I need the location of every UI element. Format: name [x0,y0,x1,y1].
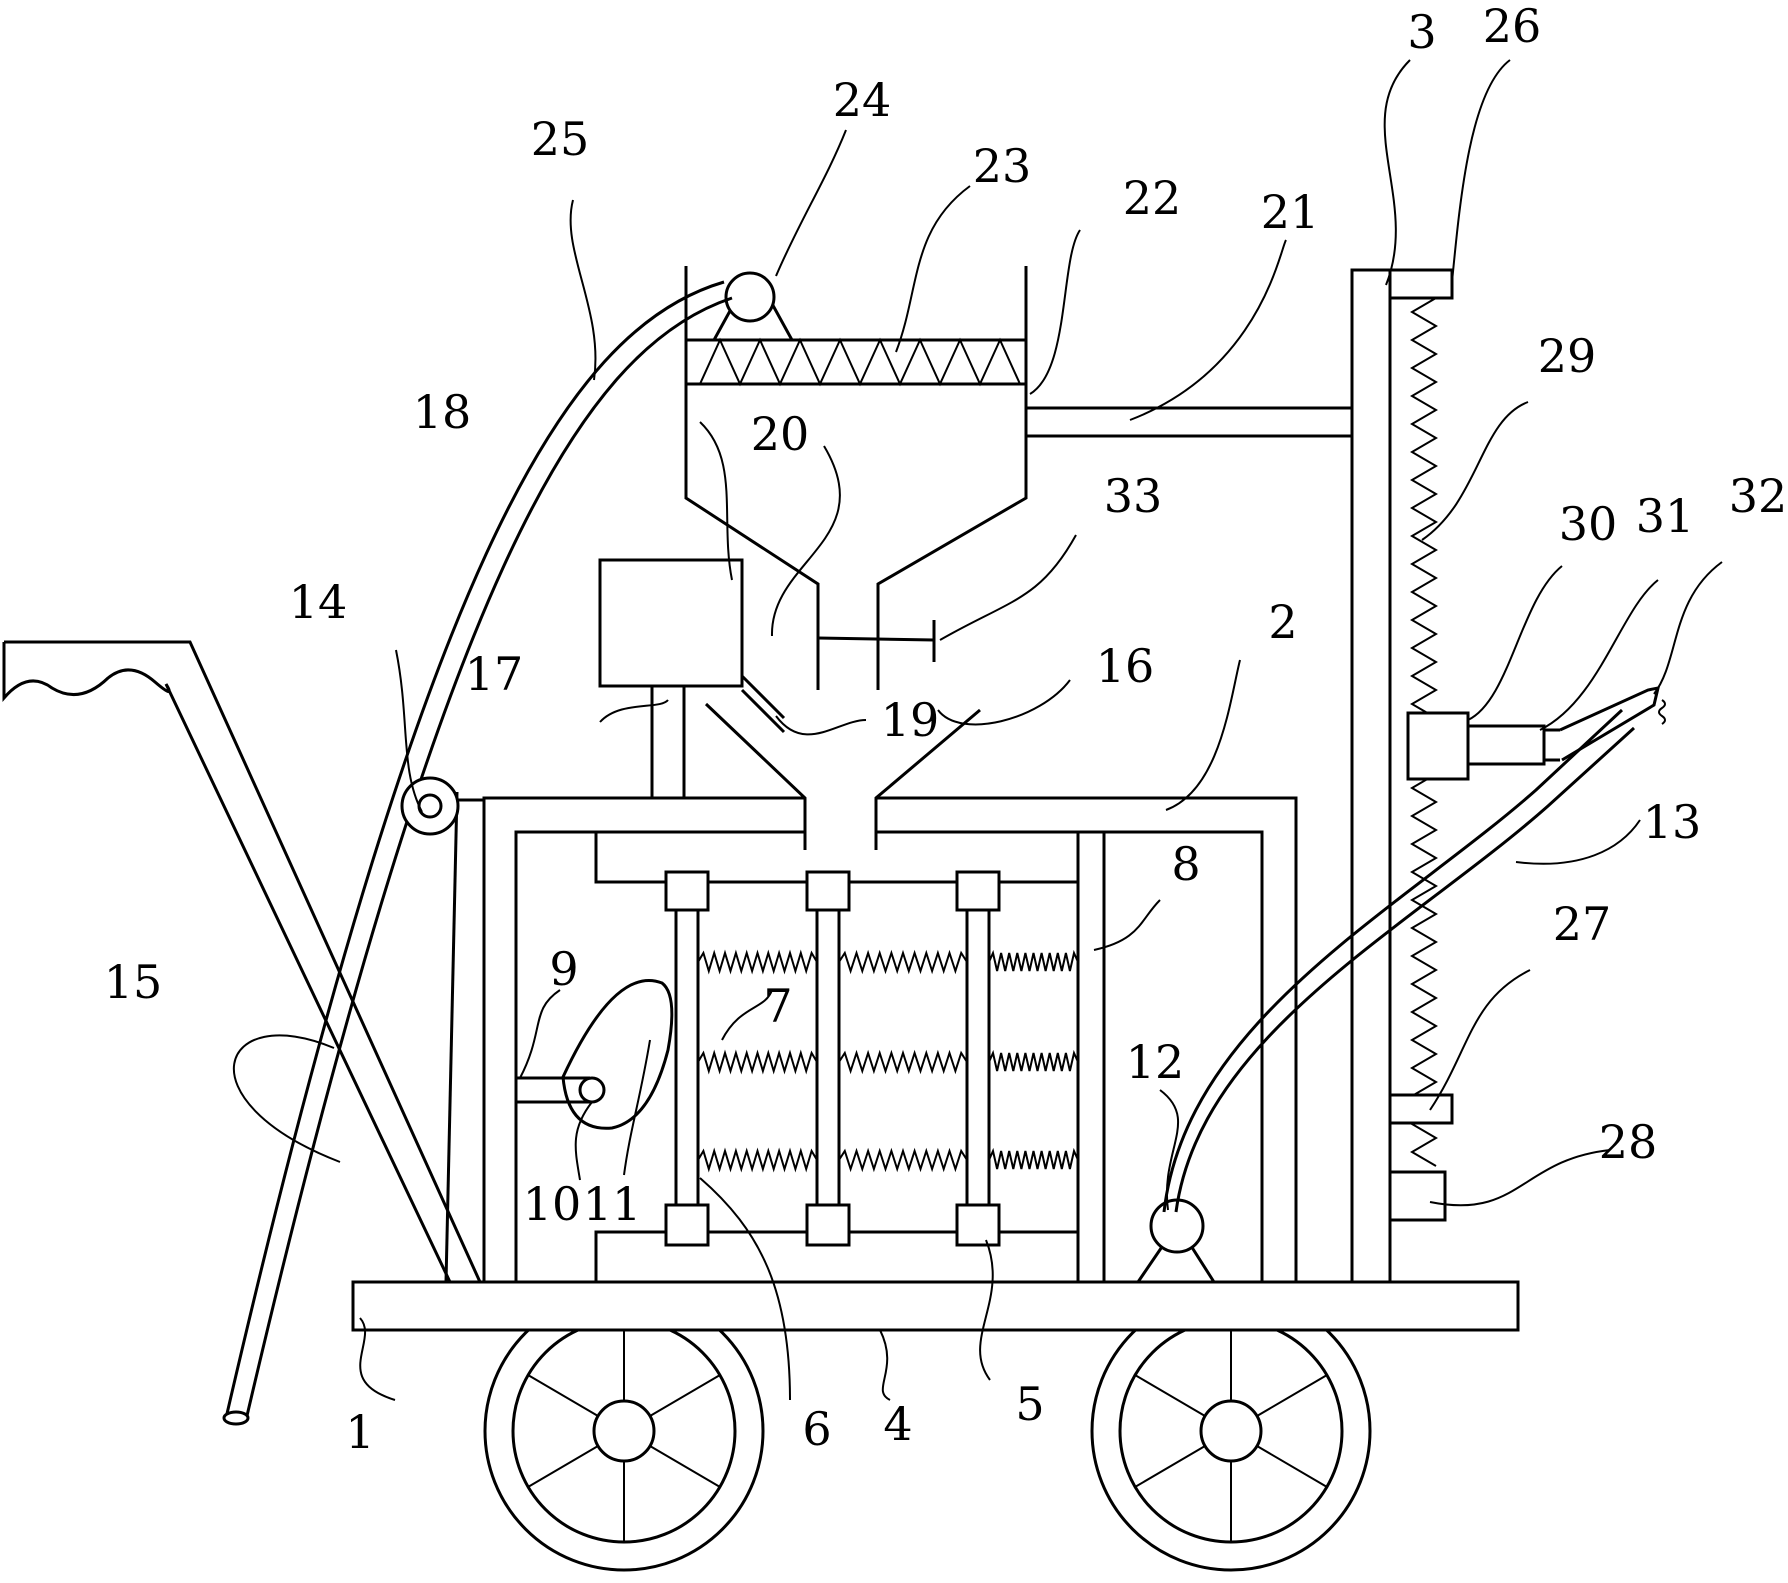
label-15: 15 [104,955,163,1009]
label-27: 27 [1553,897,1612,951]
label-14: 14 [289,575,348,629]
motor [598,558,786,798]
vertical-pole [1350,268,1392,1284]
label-18: 18 [413,385,472,439]
blower [712,271,794,341]
label-17: 17 [465,647,524,701]
label-22: 22 [1123,171,1182,225]
spring [988,1147,1079,1170]
label-2: 2 [1268,595,1297,649]
spring [838,949,968,975]
label-8: 8 [1171,837,1200,891]
label-31: 31 [1636,489,1695,543]
bearing-blocks [1388,268,1454,1222]
leader-lines [232,59,1723,1401]
label-28: 28 [1599,1115,1658,1169]
base-plate [351,1280,1520,1332]
label-1: 1 [345,1405,374,1459]
support-rod [1024,406,1354,438]
label-3: 3 [1407,5,1436,59]
spring [838,1049,968,1075]
label-32: 32 [1729,469,1788,523]
label-7: 7 [763,979,792,1033]
box-housing [482,796,1298,1282]
label-9: 9 [549,942,578,996]
spring [838,1147,968,1173]
hose-pump [1162,708,1636,1213]
label-20: 20 [751,407,810,461]
wheel-left [483,1290,765,1572]
inner-frame [594,832,1078,1282]
wheel-right [1090,1290,1372,1572]
label-13: 13 [1643,795,1702,849]
label-11: 11 [583,1177,642,1231]
label-6: 6 [802,1402,831,1456]
label-5: 5 [1015,1377,1044,1431]
label-21: 21 [1261,185,1320,239]
label-23: 23 [973,139,1032,193]
springs [697,949,1079,1173]
spring [988,1049,1079,1072]
hopper [684,266,1028,690]
label-10: 10 [523,1177,582,1231]
label-26: 26 [1483,0,1542,53]
valve [817,620,936,662]
label-24: 24 [833,73,892,127]
pulley [400,776,484,836]
spring [697,1147,818,1173]
box-inlet-funnel [704,702,981,850]
label-4: 4 [883,1397,912,1451]
label-30: 30 [1559,497,1618,551]
label-19: 19 [881,693,940,747]
pump [1136,1198,1216,1283]
nozzle-assembly [1406,686,1666,781]
label-29: 29 [1538,329,1597,383]
part-labels: 1 2 3 4 5 6 7 8 9 10 11 12 13 14 15 16 1… [104,0,1788,1459]
label-25: 25 [531,112,590,166]
label-33: 33 [1104,469,1163,523]
suction-hose [222,280,733,1426]
sliders [664,870,1001,1247]
push-handle [2,640,482,1283]
spring [697,949,818,975]
label-12: 12 [1126,1035,1185,1089]
spring [697,1049,818,1075]
label-16: 16 [1096,639,1155,693]
spring [988,949,1079,972]
